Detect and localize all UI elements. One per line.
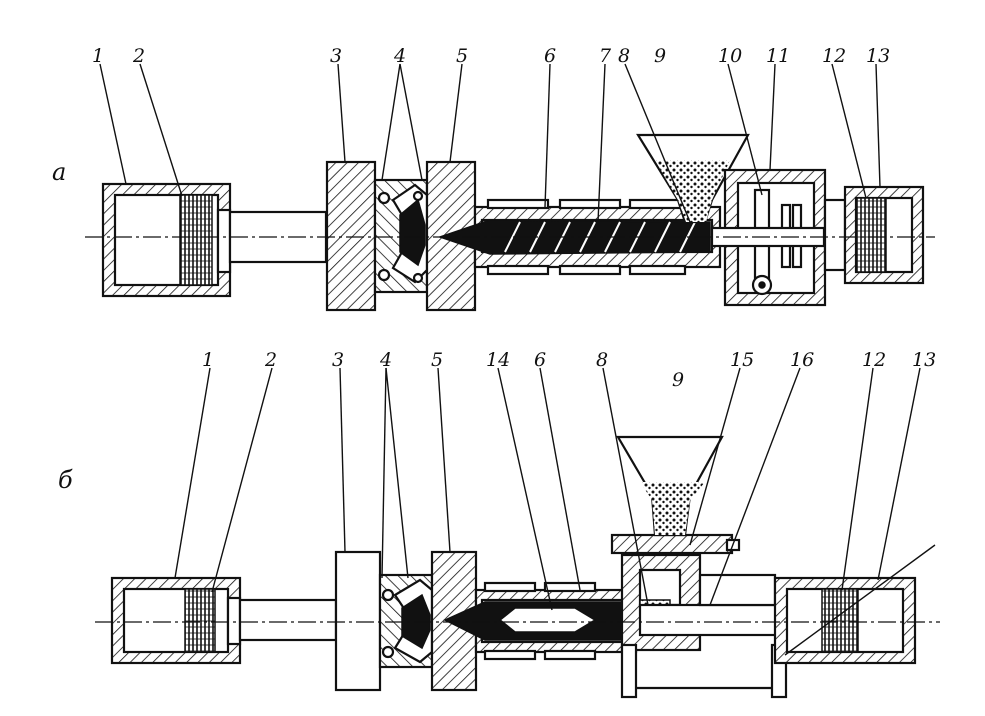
b-label-13: 13 [912, 349, 936, 371]
a-label-3: 3 [330, 45, 342, 67]
a-label-9: 9 [654, 45, 666, 67]
b-mold [378, 573, 434, 669]
b-torpedo [498, 607, 597, 633]
variant-b-assembly: 1 2 3 4 5 14 6 8 9 15 16 12 13 б [58, 349, 940, 699]
b-feed-block [610, 533, 797, 699]
a-clamp-piston [179, 194, 213, 286]
b-label-14: 14 [486, 349, 510, 371]
a-label-13: 13 [866, 45, 890, 67]
a-label-4: 4 [393, 45, 406, 67]
a-hopper [636, 133, 750, 224]
b-label-6: 6 [534, 349, 546, 371]
b-hopper [616, 435, 724, 537]
b-label-3: 3 [332, 349, 344, 371]
b-leader-lines [174, 367, 936, 656]
b-label-2: 2 [264, 349, 277, 371]
a-mold [373, 178, 429, 294]
b-clamp-cylinder [110, 576, 338, 665]
b-plunger [638, 603, 797, 637]
a-label-7: 7 [599, 45, 612, 67]
a-label-1: 1 [92, 45, 104, 67]
b-moving-plate [334, 550, 382, 692]
b-label-15: 15 [730, 349, 754, 371]
b-label-1: 1 [202, 349, 214, 371]
a-moving-plate [325, 160, 377, 312]
b-label-9: 9 [672, 369, 684, 391]
b-label-4: 4 [379, 349, 392, 371]
a-label-10: 10 [718, 45, 742, 67]
variant-b-label: б [58, 466, 73, 494]
a-label-8: 8 [618, 45, 630, 67]
a-injection-piston [855, 197, 887, 273]
a-label-11: 11 [766, 45, 790, 67]
variant-a-label: a [52, 158, 66, 186]
a-barrel [437, 198, 722, 276]
b-clamp-rod [238, 598, 338, 642]
a-callout-labels: 1 2 3 4 5 6 7 8 9 10 11 12 13 [92, 45, 890, 67]
b-callout-labels: 1 2 3 4 5 14 6 8 9 15 16 12 13 [202, 349, 936, 391]
b-clamp-piston [184, 588, 216, 653]
a-label-2: 2 [132, 45, 145, 67]
b-dosing-slide [610, 533, 734, 555]
a-label-6: 6 [544, 45, 556, 67]
b-label-5: 5 [431, 349, 443, 371]
a-injection-cylinder [823, 185, 925, 285]
variant-a-assembly: 1 2 3 4 5 6 7 8 9 10 11 12 13 a [52, 45, 935, 312]
b-injection-cylinder [773, 576, 917, 665]
a-label-5: 5 [456, 45, 468, 67]
a-leader-lines [99, 63, 881, 223]
b-label-12: 12 [862, 349, 886, 371]
b-barrel [443, 581, 638, 661]
a-clamp-cylinder [101, 182, 328, 298]
b-injection-piston [821, 588, 859, 653]
b-label-8: 8 [596, 349, 608, 371]
b-label-16: 16 [790, 349, 814, 371]
a-label-12: 12 [822, 45, 846, 67]
